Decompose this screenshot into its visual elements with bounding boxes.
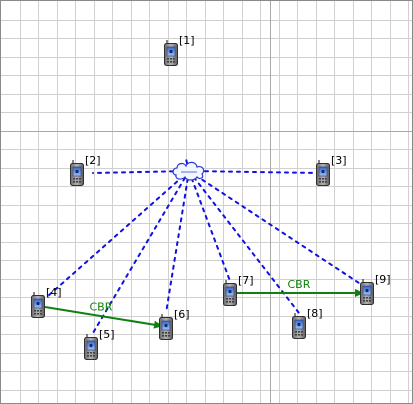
link-hub-to-node-9	[188, 170, 360, 284]
link-hub-to-node-4	[47, 170, 190, 297]
mobile-phone-icon	[70, 160, 84, 186]
node-label-1: [1]	[179, 34, 195, 47]
node-label-5: [5]	[99, 328, 115, 341]
flow-label-4-6: CBR	[90, 301, 113, 314]
link-hub-to-node-3	[188, 170, 318, 174]
node-label-6: [6]	[174, 308, 190, 321]
node-7[interactable]: [7]	[223, 274, 254, 306]
node-3[interactable]: [3]	[316, 154, 347, 186]
link-hub-to-node-7	[188, 170, 231, 282]
mobile-phone-icon	[360, 279, 374, 305]
node-8[interactable]: [8]	[292, 307, 323, 339]
mobile-phone-icon	[316, 160, 330, 186]
mobile-nodes: [1] [2] [3] [4] [5] [6] [7] [8] [9]	[31, 34, 391, 360]
node-4[interactable]: [4]	[31, 286, 62, 318]
link-hub-to-node-5	[92, 170, 190, 334]
cloud-shape	[172, 161, 205, 181]
node-2[interactable]: [2]	[70, 154, 101, 186]
node-label-7: [7]	[238, 274, 254, 287]
node-9[interactable]: [9]	[360, 273, 391, 305]
node-label-2: [2]	[85, 154, 101, 167]
mobile-phone-icon	[223, 280, 237, 306]
node-label-9: [9]	[375, 273, 391, 286]
link-hub-to-node-8	[188, 170, 300, 314]
flow-label-7-9: CBR	[288, 278, 311, 291]
traffic-flows: CBR CBR	[44, 278, 364, 329]
mobile-phone-icon	[159, 314, 173, 340]
link-hub-to-node-6	[165, 170, 190, 314]
mobile-phone-icon	[31, 292, 45, 318]
node-label-3: [3]	[331, 154, 347, 167]
cloud-router-icon[interactable]	[172, 161, 205, 181]
mobile-phone-icon	[164, 40, 178, 66]
flow-arrow-4-6[interactable]	[44, 306, 163, 329]
node-1[interactable]: [1]	[164, 34, 195, 66]
node-label-4: [4]	[46, 286, 62, 299]
node-label-8: [8]	[307, 307, 323, 320]
node-6[interactable]: [6]	[159, 308, 190, 340]
mobile-phone-icon	[84, 334, 98, 360]
node-5[interactable]: [5]	[84, 328, 115, 360]
mobile-phone-icon	[292, 313, 306, 339]
